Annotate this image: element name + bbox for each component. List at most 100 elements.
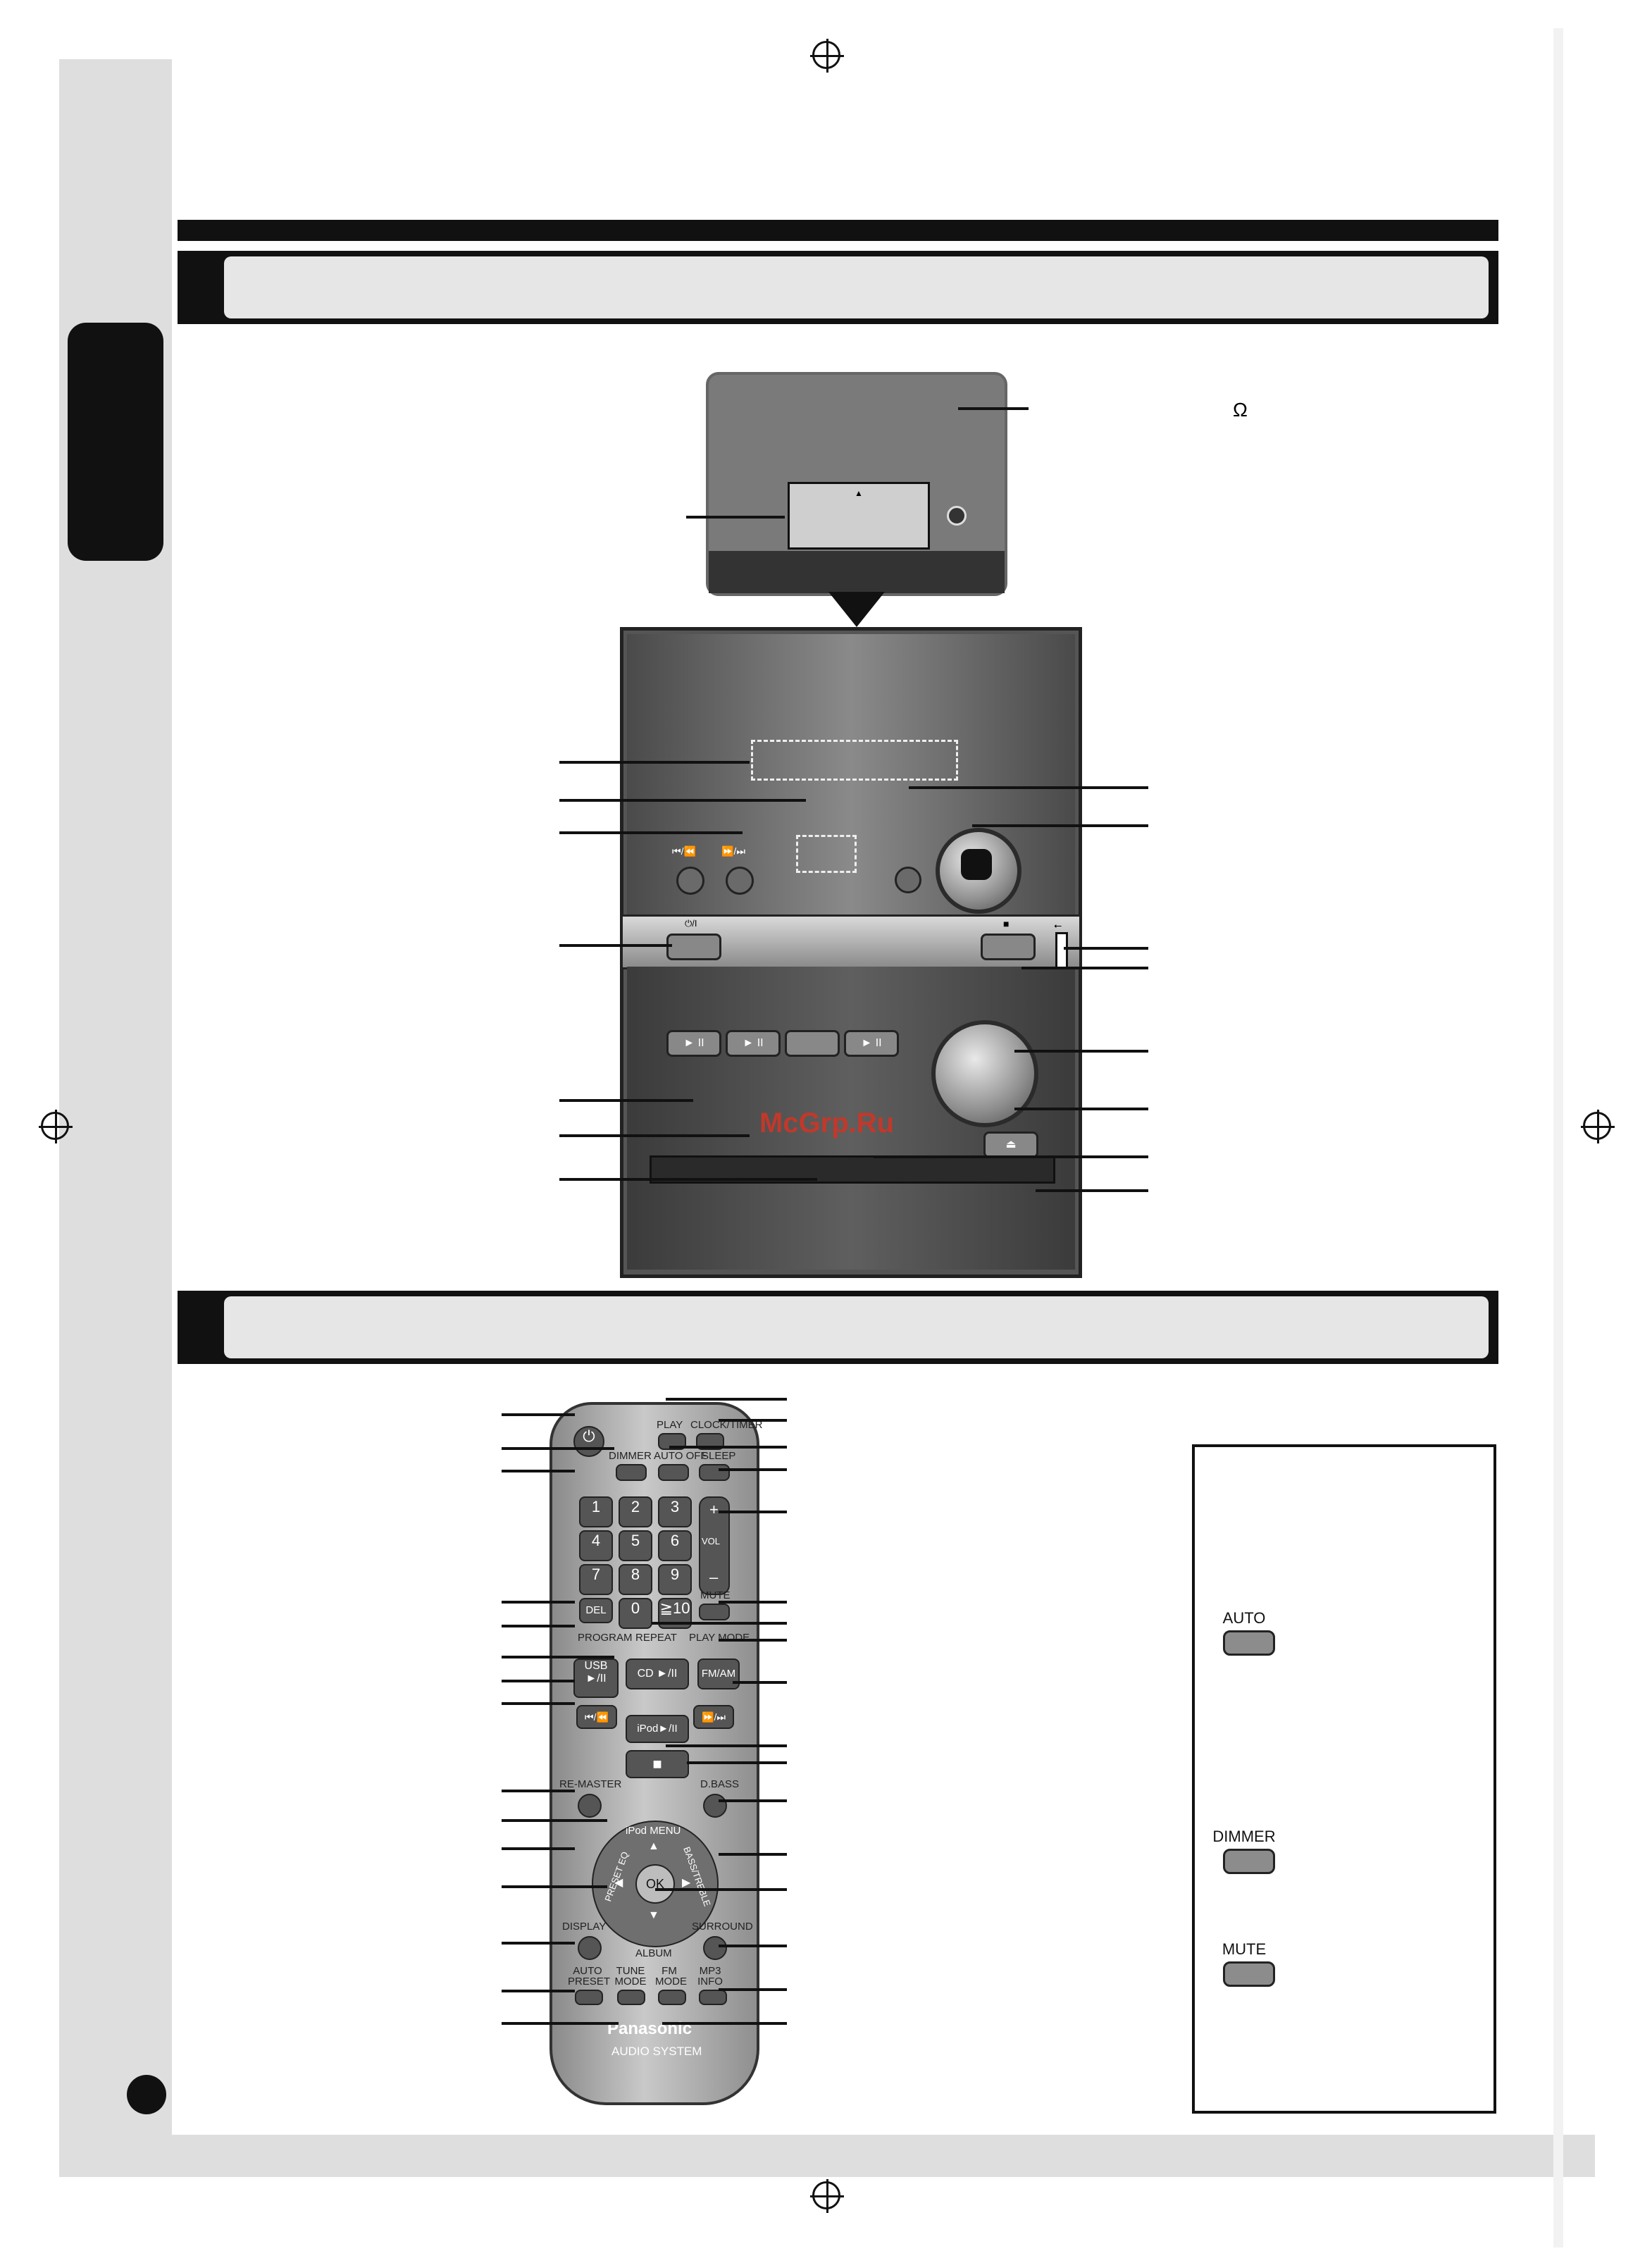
tune-mode-button[interactable] [617, 1990, 645, 2005]
del-button[interactable]: DEL [579, 1598, 613, 1623]
callout-line [502, 1990, 575, 1992]
usb-play-label: ►/II [585, 1673, 607, 1685]
skip-back-button[interactable] [676, 867, 704, 895]
mp3-info-label: MP3 INFO [697, 1965, 723, 1988]
mp3-info-button[interactable] [699, 1990, 727, 2005]
mute-label: MUTE [700, 1589, 731, 1601]
callout-line [719, 1799, 787, 1802]
key-4[interactable]: 4 [579, 1530, 613, 1561]
prev-button[interactable]: ⏮/⏪ [576, 1705, 617, 1729]
mute-button[interactable] [699, 1604, 730, 1620]
key-0[interactable]: 0 [619, 1598, 652, 1629]
up-arrow-icon: ▲ [855, 488, 863, 498]
display-button[interactable] [578, 1936, 602, 1960]
callout-line [719, 1511, 787, 1513]
ipod-play-button[interactable]: iPod►/II [626, 1715, 689, 1743]
eject-button[interactable]: ⏏ [983, 1131, 1038, 1158]
cd-play-button[interactable]: CD ►/II [626, 1658, 689, 1689]
right-arrow-icon[interactable]: ▶ [682, 1877, 691, 1889]
callout-line [874, 1155, 1148, 1158]
auto-off-button[interactable] [658, 1464, 689, 1481]
headphone-jack[interactable] [947, 506, 967, 526]
play-pause-button-2[interactable]: ► II [726, 1030, 781, 1057]
stop-button[interactable] [981, 934, 1036, 960]
jog-dial[interactable] [931, 1020, 1038, 1127]
mute-illustration-label: MUTE [1222, 1940, 1267, 1958]
usb-port[interactable] [1055, 932, 1068, 969]
play-pause-button-1[interactable]: ► II [666, 1030, 721, 1057]
key-7[interactable]: 7 [579, 1564, 613, 1595]
mute-illustration-key [1223, 1961, 1275, 1987]
down-arrow-icon[interactable]: ▼ [648, 1909, 659, 1921]
d-bass-button[interactable] [703, 1794, 727, 1818]
re-master-label: RE-MASTER [559, 1778, 622, 1790]
selector-button[interactable] [895, 867, 921, 893]
callout-line [502, 1656, 614, 1658]
top-rule [178, 220, 1498, 241]
callout-line [687, 1761, 787, 1764]
callout-line [502, 1702, 575, 1705]
tune-mode-label: TUNE MODE [614, 1965, 647, 1988]
callout-line [559, 799, 806, 802]
callout-line [559, 831, 743, 834]
volume-rocker[interactable]: + VOL – [699, 1496, 730, 1595]
sleep-button[interactable] [699, 1464, 730, 1481]
key-5[interactable]: 5 [619, 1530, 652, 1561]
top-view-inset: ▲ [706, 372, 1007, 596]
ok-button[interactable]: OK [635, 1864, 675, 1904]
re-master-button[interactable] [578, 1794, 602, 1818]
callout-line [502, 1847, 575, 1850]
navigation-ring[interactable]: iPod MENU PRESET EQ BASS/TREBLE ▲ ▼ ◀ ▶ … [592, 1821, 719, 1947]
section-header-remote [178, 1291, 1498, 1364]
ipod-menu-label: iPod MENU [626, 1825, 681, 1837]
surround-button[interactable] [703, 1936, 727, 1960]
callout-line [719, 1601, 787, 1604]
fm-mode-button[interactable] [658, 1990, 686, 2005]
main-unit-lower-panel: ► II ► II ► II ⏏ [627, 967, 1075, 1270]
registration-mark-icon [810, 39, 844, 73]
dimmer-button[interactable] [616, 1464, 647, 1481]
callout-line [652, 1622, 787, 1625]
usb-play-button[interactable]: USB ►/II [573, 1658, 619, 1698]
left-arrow-icon[interactable]: ◀ [614, 1877, 623, 1889]
headphone-icon: Ω [1233, 399, 1248, 421]
function-button[interactable] [785, 1030, 840, 1057]
page-number-circle [127, 2075, 166, 2114]
callout-line [502, 1625, 575, 1627]
key-8[interactable]: 8 [619, 1564, 652, 1595]
callout-line [502, 1413, 575, 1416]
key-3[interactable]: 3 [658, 1496, 692, 1527]
callout-line [1014, 1050, 1148, 1053]
up-arrow-icon[interactable]: ▲ [648, 1840, 659, 1852]
callout-line [686, 516, 785, 519]
inset-base [709, 551, 1005, 593]
skip-forward-button[interactable] [726, 867, 754, 895]
top-display-window: ▲ [788, 482, 930, 550]
next-button[interactable]: ⏩/⏭ [693, 1705, 734, 1729]
callout-line [1064, 947, 1148, 950]
volume-knob[interactable] [936, 828, 1021, 914]
key-2[interactable]: 2 [619, 1496, 652, 1527]
callout-line [502, 2022, 619, 2025]
callout-line [1014, 1108, 1148, 1110]
mute-illustration: MUTE [1207, 1940, 1281, 1990]
power-button[interactable] [666, 934, 721, 960]
power-icon[interactable]: ⏻ [573, 1426, 604, 1457]
auto-off-illustration-key [1223, 1630, 1275, 1656]
key-9[interactable]: 9 [658, 1564, 692, 1595]
key-1[interactable]: 1 [579, 1496, 613, 1527]
callout-line [733, 1681, 787, 1684]
display-area [751, 740, 958, 781]
dimmer-illustration-key [1223, 1849, 1275, 1874]
fm-am-button[interactable]: FM/AM [697, 1658, 740, 1689]
registration-mark-icon [810, 2179, 844, 2213]
power-label: ⏻/I [685, 918, 697, 929]
stop-button[interactable]: ■ [626, 1750, 689, 1778]
play-pause-button-3[interactable]: ► II [844, 1030, 899, 1057]
callout-line [559, 761, 750, 764]
auto-preset-button[interactable] [575, 1990, 603, 2005]
callout-line [666, 1744, 787, 1747]
auto-off-illustration: AUTO OFF [1207, 1609, 1281, 1658]
key-6[interactable]: 6 [658, 1530, 692, 1561]
album-label: ALBUM [635, 1947, 672, 1959]
